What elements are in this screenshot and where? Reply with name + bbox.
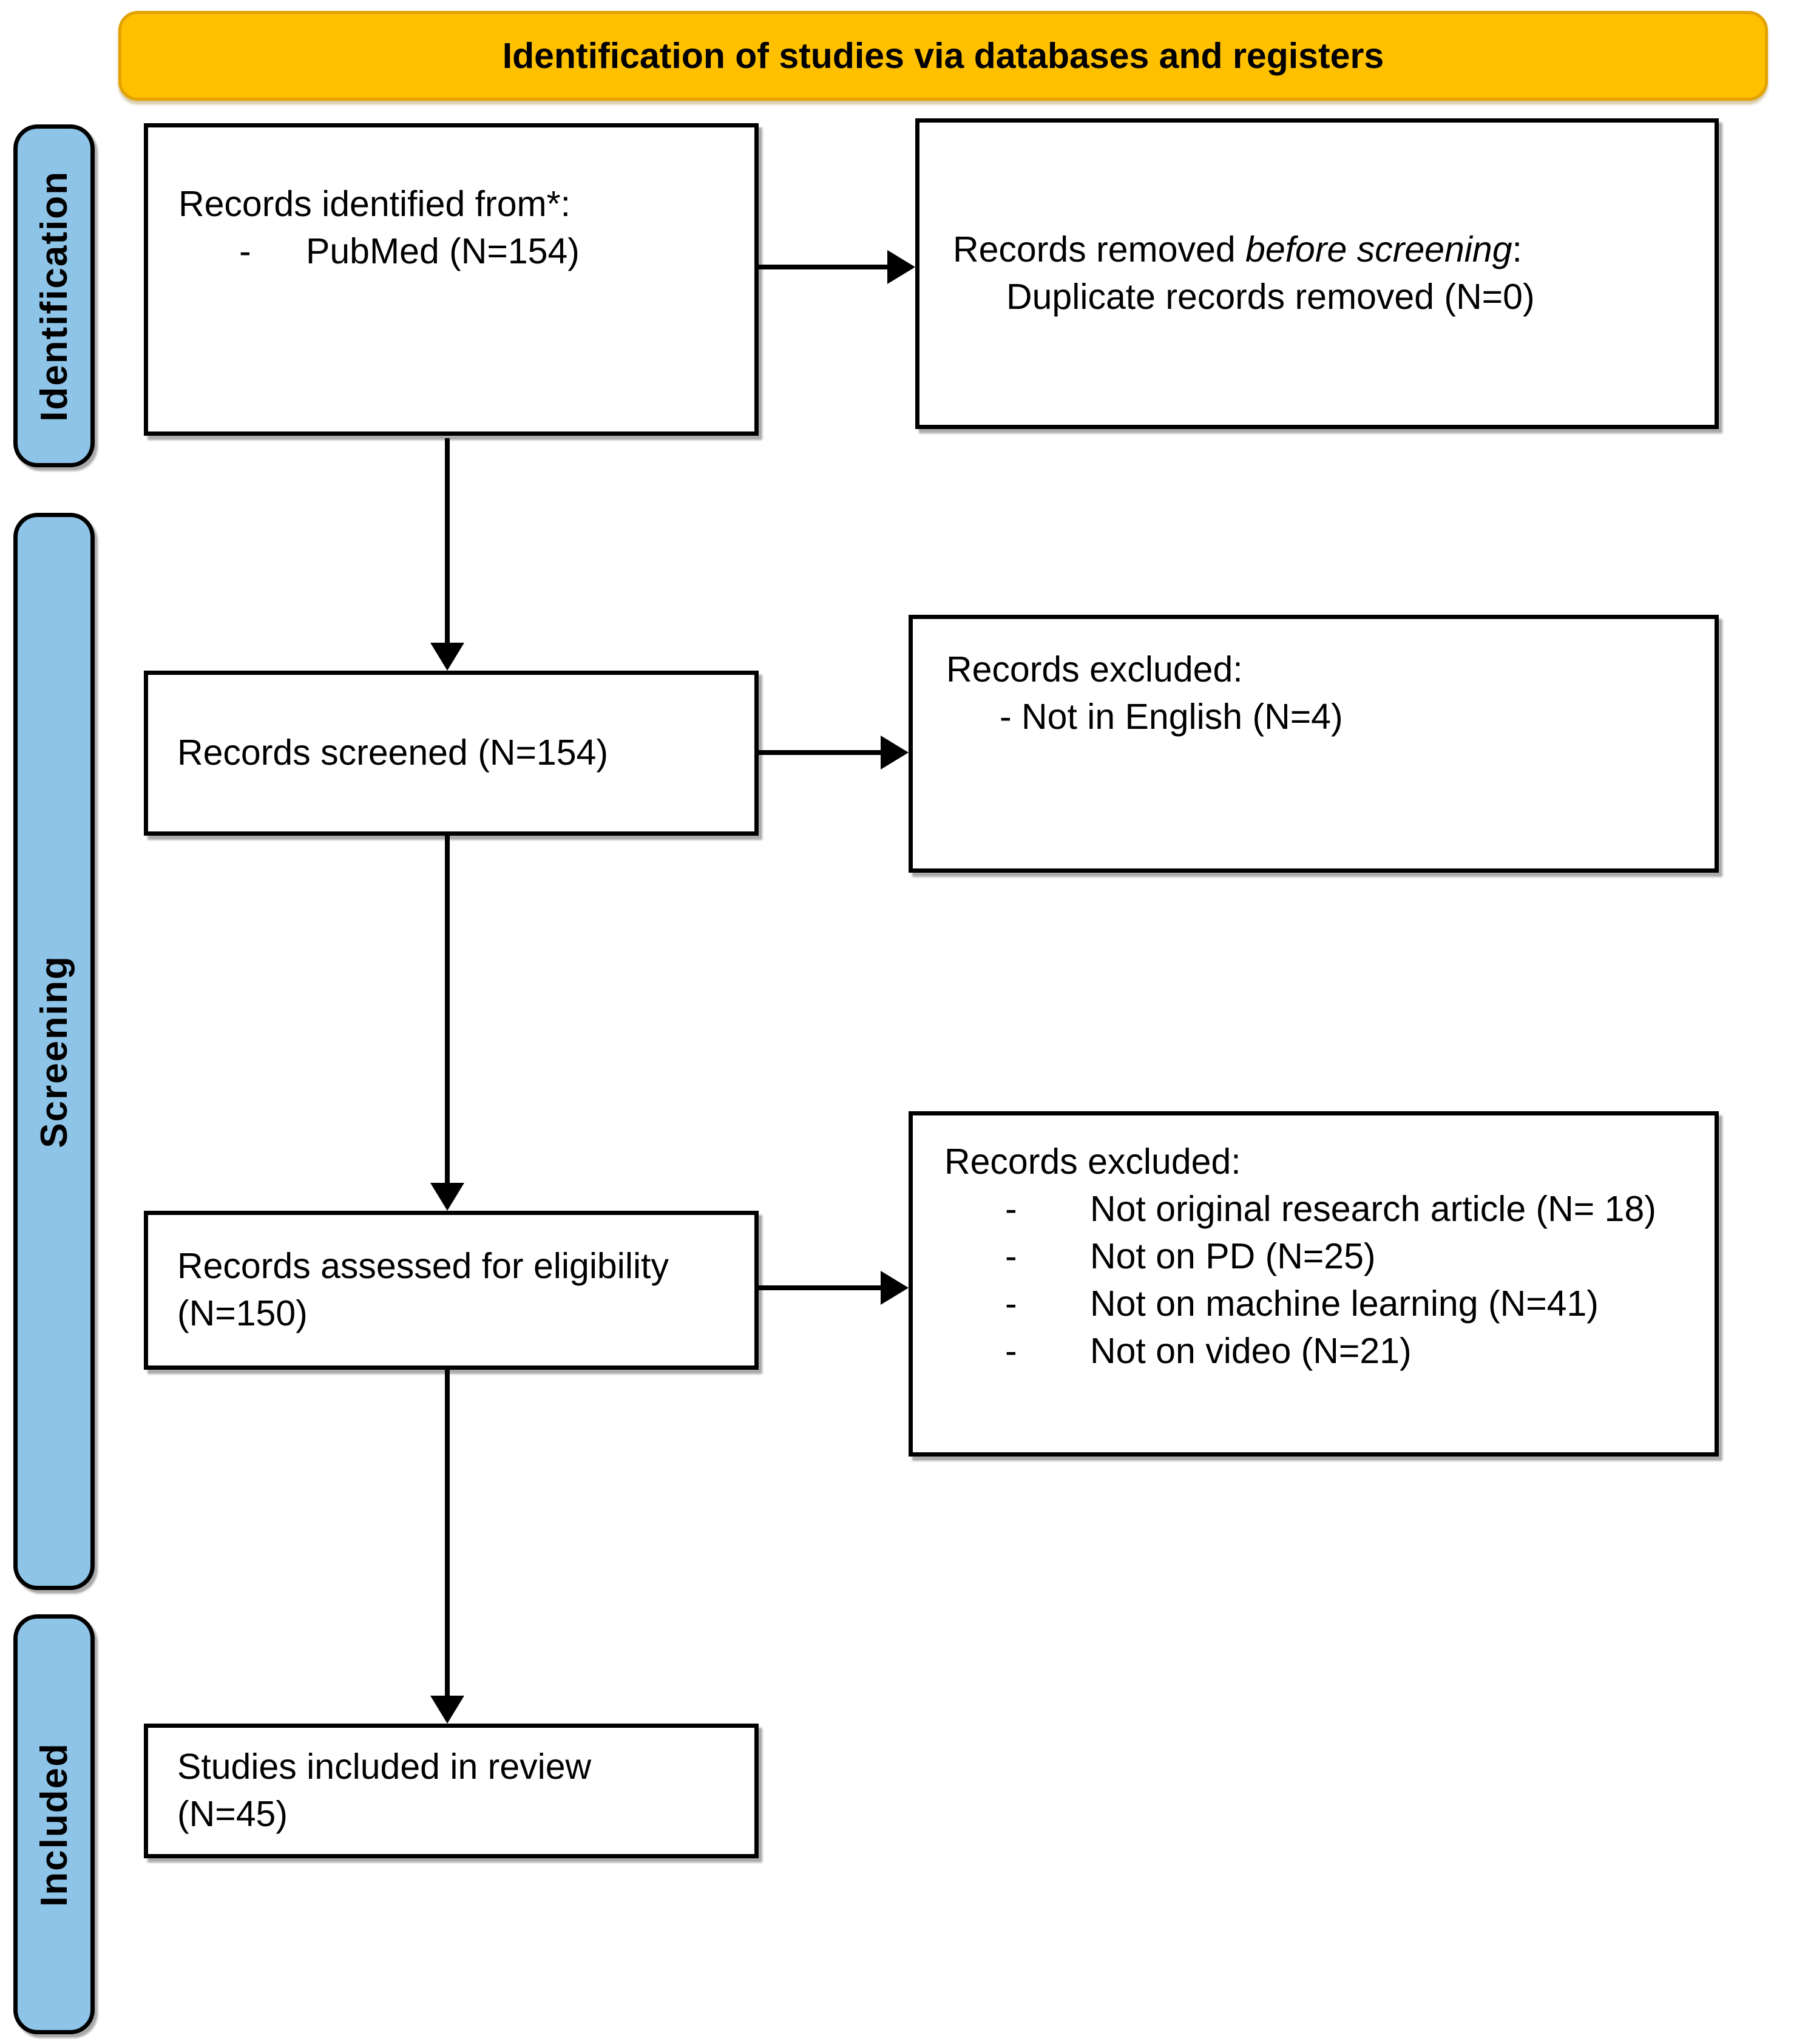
arrow-screened-to-excluded-line xyxy=(759,750,881,755)
arrow-identified-to-screened-head xyxy=(430,643,464,671)
exclusion-reason: Not original research article (N= 18) xyxy=(1090,1188,1656,1229)
bullet-dash: - xyxy=(1005,1236,1017,1276)
records-excluded-eligibility-title: Records excluded: xyxy=(944,1142,1241,1182)
records-removed-emphasis: before screening xyxy=(1245,229,1512,270)
exclusion-reason: Not on machine learning (N=41) xyxy=(1090,1283,1599,1324)
bullet-dash: - xyxy=(1005,1330,1017,1371)
records-removed-title: Records removed before screening: xyxy=(953,226,1693,274)
arrow-identified-to-removed-line xyxy=(759,265,888,269)
records-removed-detail: Duplicate records removed (N=0) xyxy=(1006,277,1535,317)
records-removed-prefix: Records removed xyxy=(953,229,1246,270)
box-records-excluded-screening: Records excluded: - Not in English (N=4) xyxy=(909,615,1719,873)
records-identified-title: Records identified from*: xyxy=(178,184,571,224)
arrow-identified-to-removed-head xyxy=(887,250,915,284)
exclusion-reason-row: - Not original research article (N= 18) xyxy=(944,1186,1690,1233)
bullet-dash: - xyxy=(239,231,251,271)
exclusion-reason: Not on video (N=21) xyxy=(1090,1330,1412,1371)
exclusion-reason-row: - Not on video (N=21) xyxy=(944,1328,1690,1375)
bullet-dash: - xyxy=(1005,1283,1017,1324)
arrow-screened-to-excluded-head xyxy=(881,736,909,770)
arrow-assessed-to-excluded-head xyxy=(881,1271,909,1305)
arrow-assessed-to-included-line xyxy=(445,1370,450,1697)
stage-included: Included xyxy=(13,1614,95,2034)
exclusion-reason-row: - Not on PD (N=25) xyxy=(944,1233,1690,1281)
banner-title: Identification of studies via databases … xyxy=(502,36,1384,76)
stage-included-label: Included xyxy=(33,1742,75,1907)
stage-screening: Screening xyxy=(13,513,95,1590)
exclusion-reason: Not on PD (N=25) xyxy=(1090,1236,1376,1276)
box-records-assessed: Records assessed for eligibility (N=150) xyxy=(144,1211,759,1370)
arrow-screened-to-assessed-head xyxy=(430,1183,464,1211)
records-identified-source: PubMed (N=154) xyxy=(306,231,580,271)
records-screened-label: Records screened (N=154) xyxy=(177,733,608,773)
box-records-removed: Records removed before screening: Duplic… xyxy=(915,118,1719,429)
box-records-screened: Records screened (N=154) xyxy=(144,671,759,836)
arrow-identified-to-screened-line xyxy=(445,438,450,645)
bullet-dash: - xyxy=(1005,1188,1017,1229)
box-records-identified: Records identified from*: - PubMed (N=15… xyxy=(144,123,759,436)
records-excluded-screening-title: Records excluded: xyxy=(946,649,1243,689)
banner: Identification of studies via databases … xyxy=(118,11,1768,101)
arrow-assessed-to-excluded-line xyxy=(759,1285,881,1290)
stage-identification: Identification xyxy=(13,124,95,467)
box-records-excluded-eligibility: Records excluded: - Not original researc… xyxy=(909,1111,1719,1457)
stage-identification-label: Identification xyxy=(33,170,75,422)
records-assessed-label: Records assessed for eligibility (N=150) xyxy=(177,1246,669,1333)
box-studies-included: Studies included in review (N=45) xyxy=(144,1724,759,1858)
records-removed-suffix: : xyxy=(1512,229,1522,270)
studies-included-label: Studies included in review (N=45) xyxy=(177,1747,592,1834)
exclusion-reason-row: - Not on machine learning (N=41) xyxy=(944,1281,1690,1328)
stage-screening-label: Screening xyxy=(33,955,75,1148)
arrow-assessed-to-included-head xyxy=(430,1696,464,1724)
records-identified-bullet: - PubMed (N=154) xyxy=(178,228,733,276)
arrow-screened-to-assessed-line xyxy=(445,836,450,1185)
records-excluded-screening-bullet: - Not in English (N=4) xyxy=(1000,696,1343,737)
